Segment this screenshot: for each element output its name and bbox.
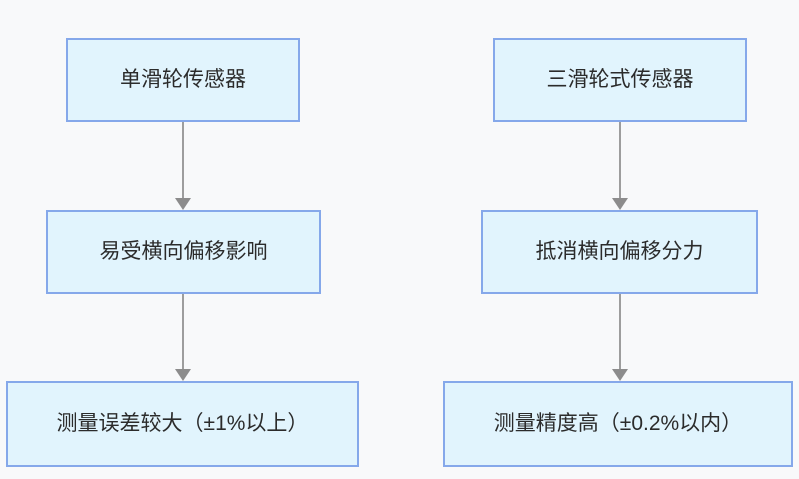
node-cancels-lateral-offset-force: 抵消横向偏移分力: [481, 210, 758, 294]
arrowhead-icon: [175, 369, 191, 381]
node-single-pulley-sensor: 单滑轮传感器: [66, 38, 300, 122]
node-high-measurement-precision: 测量精度高（±0.2%以内）: [443, 381, 793, 467]
arrow-shaft: [182, 122, 184, 198]
down-arrow-icon: [175, 122, 191, 210]
down-arrow-icon: [612, 122, 628, 210]
node-large-measurement-error: 测量误差较大（±1%以上）: [6, 381, 359, 467]
down-arrow-icon: [612, 294, 628, 381]
down-arrow-icon: [175, 294, 191, 381]
arrowhead-icon: [612, 369, 628, 381]
node-lateral-offset-susceptible: 易受横向偏移影响: [46, 210, 321, 294]
arrow-shaft: [619, 294, 621, 369]
arrow-shaft: [182, 294, 184, 369]
arrow-shaft: [619, 122, 621, 198]
arrowhead-icon: [175, 198, 191, 210]
arrowhead-icon: [612, 198, 628, 210]
node-three-pulley-sensor: 三滑轮式传感器: [493, 38, 747, 122]
